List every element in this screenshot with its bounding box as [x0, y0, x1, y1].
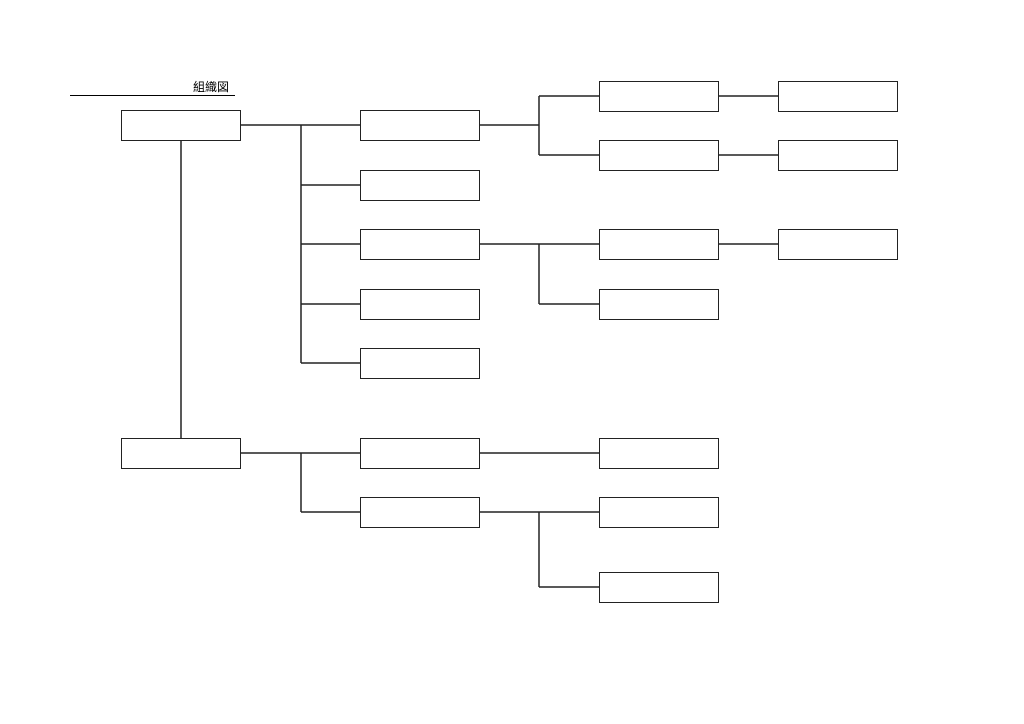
org-box-l4-1	[778, 81, 898, 112]
org-box-root-b	[121, 438, 241, 469]
org-box-l3-2	[599, 140, 719, 171]
org-box-l4-3	[778, 229, 898, 260]
org-box-l2-2	[360, 170, 480, 201]
org-box-l2-4	[360, 289, 480, 320]
org-box-l2-1	[360, 110, 480, 141]
org-box-l2-5	[360, 348, 480, 379]
org-box-l3-4	[599, 289, 719, 320]
org-box-l3-5	[599, 438, 719, 469]
org-box-l2-7	[360, 497, 480, 528]
page-title: 組織図	[193, 80, 230, 94]
org-box-root-a	[121, 110, 241, 141]
org-box-l2-3	[360, 229, 480, 260]
org-box-l3-7	[599, 572, 719, 603]
org-box-l3-1	[599, 81, 719, 112]
org-box-l3-6	[599, 497, 719, 528]
org-box-l3-3	[599, 229, 719, 260]
org-box-l2-6	[360, 438, 480, 469]
org-box-l4-2	[778, 140, 898, 171]
title-underline	[70, 95, 235, 96]
